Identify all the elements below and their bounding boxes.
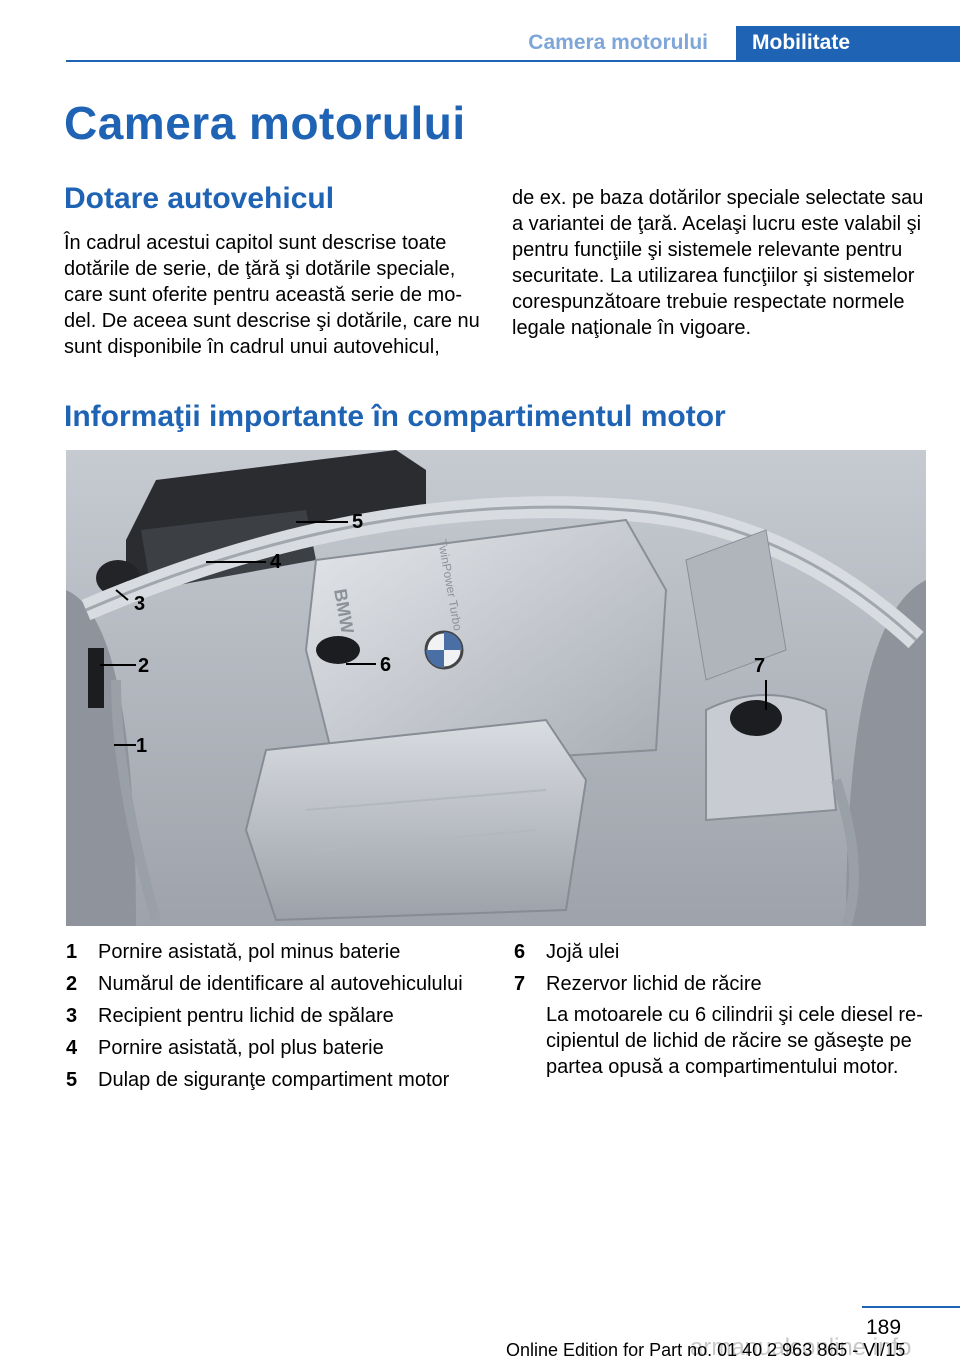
legend-number: 7 <box>514 973 526 995</box>
legend-number: 6 <box>514 941 526 963</box>
legend-number: 4 <box>66 1037 78 1059</box>
vehicle-equipment-heading: Dotare autovehicul <box>64 182 335 215</box>
legend-item: 5 Dulap de siguranţe compartiment motor <box>66 1064 486 1096</box>
engine-illustration: BMW TwinPower Turbo 5 4 3 <box>66 450 926 926</box>
legend-item: 2 Numărul de identificare al autovehicul… <box>66 968 486 1000</box>
legend-text: Numărul de identificare al autovehiculul… <box>98 973 463 995</box>
legend-number: 2 <box>66 973 78 995</box>
callout-1: 1 <box>136 735 147 757</box>
page-title: Camera motorului <box>64 97 466 149</box>
engine-info-heading: Informaţii importante în compartimentul … <box>64 400 726 433</box>
legend-right: 6 Jojă ulei 7 Rezervor lichid de răcire … <box>514 936 924 1080</box>
legend-item: 6 Jojă ulei <box>514 936 924 968</box>
engine-compartment-figure: BMW TwinPower Turbo 5 4 3 <box>66 450 926 926</box>
callout-7: 7 <box>754 655 765 677</box>
watermark: armanualsonline.info <box>690 1334 912 1361</box>
legend-item: 7 Rezervor lichid de răcire <box>514 968 924 1000</box>
legend-item: 4 Pornire asistată, pol plus baterie <box>66 1032 486 1064</box>
page-number: 189 <box>866 1316 902 1339</box>
edition-text: Online Edition for Part no. 01 40 2 963 … <box>506 1340 906 1360</box>
footer-rule <box>862 1306 960 1308</box>
vehicle-equipment-text-right: de ex. pe baza dotărilor speciale select… <box>512 187 924 339</box>
legend-number: 1 <box>66 941 78 963</box>
callout-3: 3 <box>134 593 145 615</box>
legend-text: Rezervor lichid de răcire <box>546 973 762 995</box>
page-header: Camera motorului Mobilitate <box>66 26 960 62</box>
chapter-tab[interactable]: Mobilitate <box>736 26 960 62</box>
legend-text: Dulap de siguranţe compartiment motor <box>98 1069 450 1091</box>
legend-item: 1 Pornire asistată, pol minus baterie <box>66 936 486 968</box>
legend-text: Recipient pentru lichid de spălare <box>98 1005 394 1027</box>
legend-left: 1 Pornire asistată, pol minus baterie 2 … <box>66 936 486 1096</box>
header-rule <box>66 60 960 62</box>
legend-text: Pornire asistată, pol minus baterie <box>98 941 401 963</box>
section-tab[interactable]: Camera motorului <box>528 31 708 54</box>
legend-number: 5 <box>66 1069 78 1091</box>
callout-6: 6 <box>380 654 391 676</box>
callout-4: 4 <box>270 551 282 573</box>
legend-number: 3 <box>66 1005 78 1027</box>
legend-text: Jojă ulei <box>546 941 620 963</box>
coolant-note: La motoarele cu 6 cilindrii şi cele dies… <box>546 1004 923 1078</box>
legend-item: 3 Recipient pentru lichid de spălare <box>66 1000 486 1032</box>
callout-2: 2 <box>138 655 149 677</box>
legend-text: Pornire asistată, pol plus baterie <box>98 1037 384 1059</box>
callout-5: 5 <box>352 511 363 533</box>
vehicle-equipment-text-left: În cadrul acestui capitol sunt descrise … <box>64 232 480 358</box>
